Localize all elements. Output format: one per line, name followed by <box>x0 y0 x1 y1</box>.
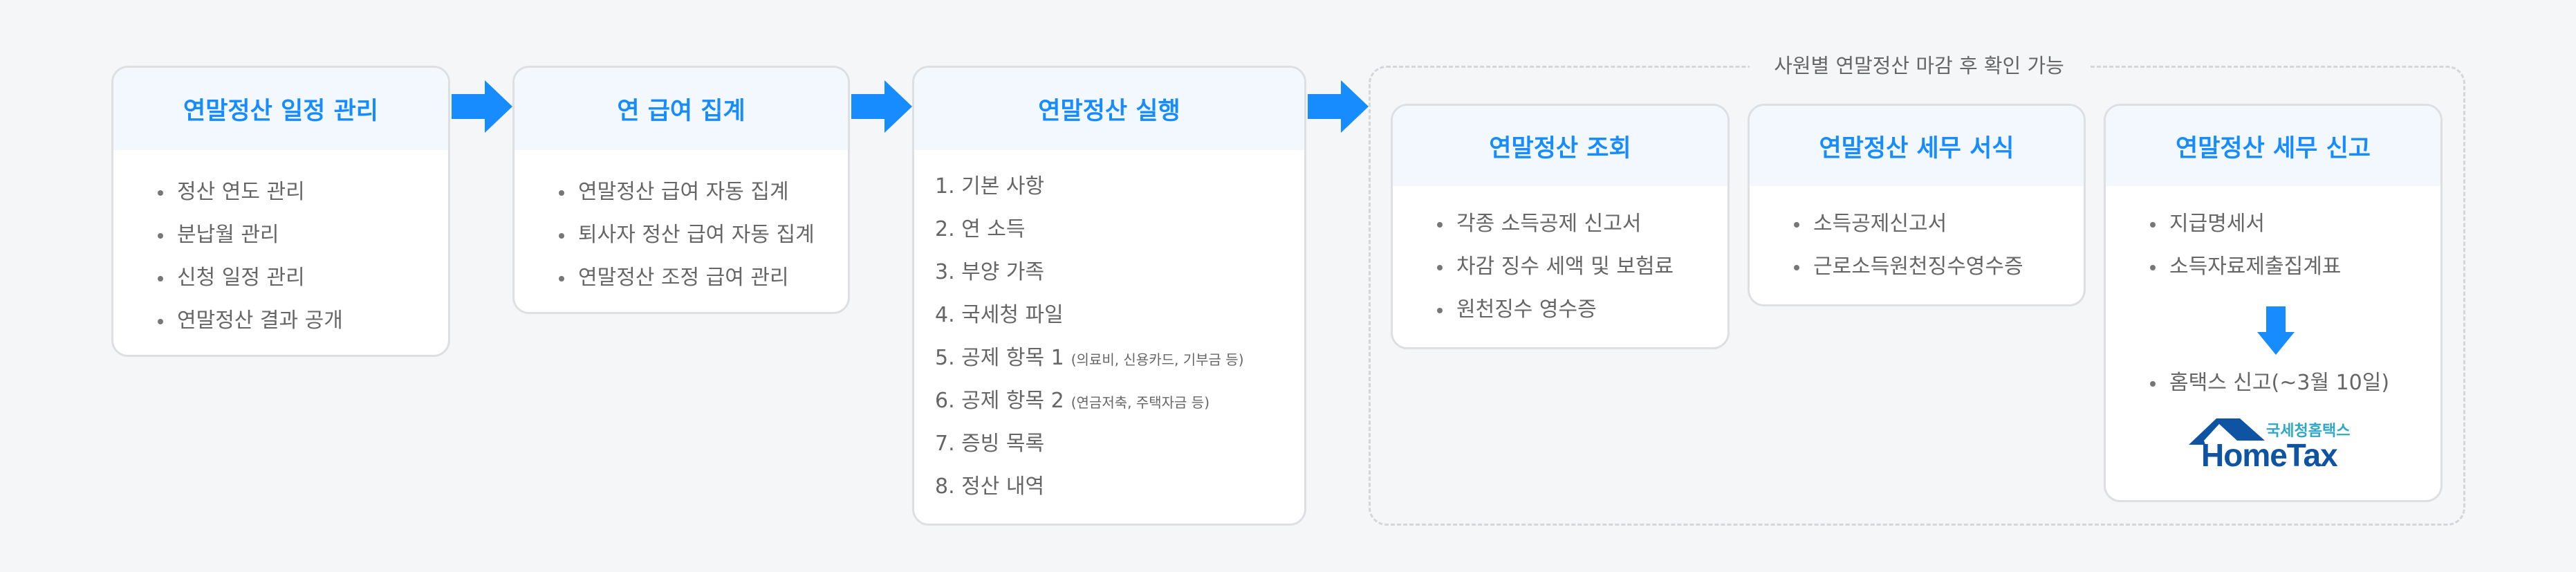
card-title: 연말정산 세무 신고 <box>2106 106 2440 186</box>
list-item: 연말정산 조정 급여 관리 <box>515 257 848 299</box>
arrow-down-icon <box>2257 306 2295 355</box>
card-tax-filing: 연말정산 세무 신고 지급명세서 소득자료제출집계표 홈택스 신고(~3월 10… <box>2104 104 2443 502</box>
list-item: 소득공제신고서 <box>1750 203 2084 246</box>
list-item: 분납월 관리 <box>113 214 448 257</box>
card-tax-forms: 연말정산 세무 서식 소득공제신고서 근로소득원천징수영수증 <box>1748 104 2086 306</box>
card-title: 연 급여 집계 <box>515 68 848 150</box>
list-item: 퇴사자 정산 급여 자동 집계 <box>515 214 848 257</box>
list-item: 차감 징수 세액 및 보험료 <box>1393 246 1727 288</box>
list-item: 원천징수 영수증 <box>1393 288 1727 331</box>
hometax-logo: 국세청홈택스 HomeTax <box>2189 417 2362 479</box>
list-item: 3. 부양 가족 <box>935 260 1045 284</box>
list-item: 신청 일정 관리 <box>113 257 448 299</box>
list-item: 연말정산 급여 자동 집계 <box>515 171 848 214</box>
list-item: 1. 기본 사항 <box>935 174 1045 199</box>
card-title: 연말정산 세무 서식 <box>1750 106 2084 186</box>
list-item: 7. 증빙 목록 <box>935 432 1045 456</box>
logo-korean: 국세청홈택스 <box>2266 423 2351 440</box>
arrow-right-icon <box>851 80 912 133</box>
step-card-schedule: 연말정산 일정 관리 정산 연도 관리 분납월 관리 신청 일정 관리 연말정산… <box>111 66 450 357</box>
list-item: 5. 공제 항목 1(의료비, 신용카드, 기부금 등) <box>935 346 1244 370</box>
card-title: 연말정산 실행 <box>914 68 1304 150</box>
step-card-execution: 연말정산 실행 1. 기본 사항 2. 연 소득 3. 부양 가족 4. 국세청… <box>912 66 1306 526</box>
card-title: 연말정산 일정 관리 <box>113 68 448 150</box>
list-item: 각종 소득공제 신고서 <box>1393 203 1727 246</box>
card-title: 연말정산 조회 <box>1393 106 1727 186</box>
arrow-right-icon <box>1308 80 1369 133</box>
list-item: 8. 정산 내역 <box>935 474 1045 499</box>
list-item: 2. 연 소득 <box>935 217 1026 241</box>
arrow-right-icon <box>452 80 512 133</box>
list-item: 지급명세서 <box>2106 203 2440 246</box>
group-label: 사원별 연말정산 마감 후 확인 가능 <box>1750 51 2088 80</box>
list-item: 근로소득원천징수영수증 <box>1750 246 2084 288</box>
item-note: (의료비, 신용카드, 기부금 등) <box>1071 351 1244 368</box>
list-item: 4. 국세청 파일 <box>935 303 1064 327</box>
logo-english: HomeTax <box>2201 437 2338 473</box>
list-item-hometax-filing: 홈택스 신고(~3월 10일) <box>2106 362 2389 405</box>
list-item: 정산 연도 관리 <box>113 171 448 214</box>
list-item: 연말정산 결과 공개 <box>113 299 448 342</box>
list-item: 소득자료제출집계표 <box>2106 246 2440 288</box>
card-inquiry: 연말정산 조회 각종 소득공제 신고서 차감 징수 세액 및 보험료 원천징수 … <box>1391 104 1730 349</box>
step-card-salary: 연 급여 집계 연말정산 급여 자동 집계 퇴사자 정산 급여 자동 집계 연말… <box>512 66 850 314</box>
item-note: (연금저축, 주택자금 등) <box>1071 394 1210 411</box>
list-item: 6. 공제 항목 2(연금저축, 주택자금 등) <box>935 389 1210 413</box>
